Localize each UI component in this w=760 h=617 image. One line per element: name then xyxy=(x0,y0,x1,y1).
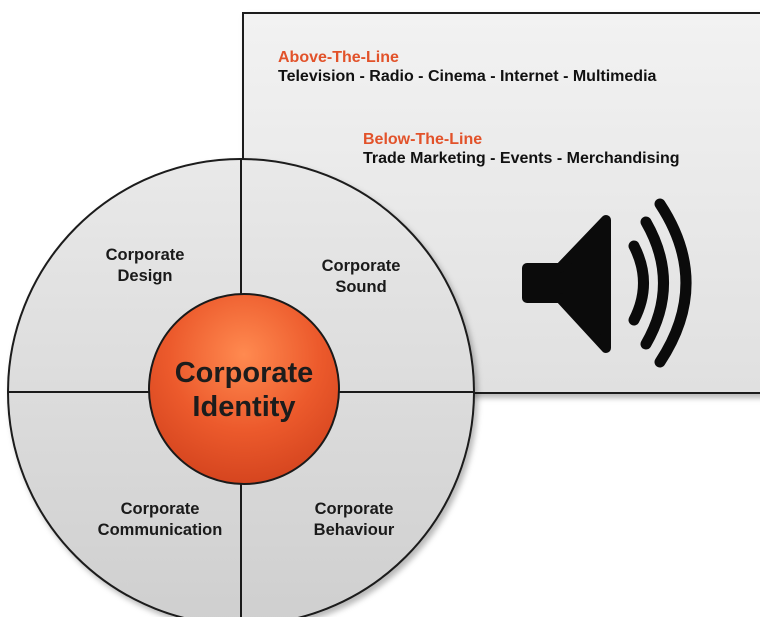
center-identity-circle xyxy=(148,293,340,485)
above-the-line-channels: Television - Radio - Cinema - Internet -… xyxy=(278,68,657,85)
quadrant-label-corporate-communication: Corporate Communication xyxy=(97,500,223,539)
center-label-corporate-identity: Corporate Identity xyxy=(174,357,314,423)
above-the-line-heading: Above-The-Line xyxy=(278,49,399,66)
quadrant-label-corporate-behaviour: Corporate Behaviour xyxy=(313,500,395,539)
quadrant-label-corporate-sound: Corporate Sound xyxy=(321,257,401,296)
above-the-line-block: Above-The-Line Television - Radio - Cine… xyxy=(278,48,656,86)
below-the-line-heading: Below-The-Line xyxy=(363,131,483,148)
below-the-line-block: Below-The-Line Trade Marketing - Events … xyxy=(363,130,680,168)
speaker-icon xyxy=(522,198,692,368)
below-the-line-channels: Trade Marketing - Events - Merchandising xyxy=(363,150,680,167)
quadrant-label-corporate-design: Corporate Design xyxy=(105,246,185,285)
